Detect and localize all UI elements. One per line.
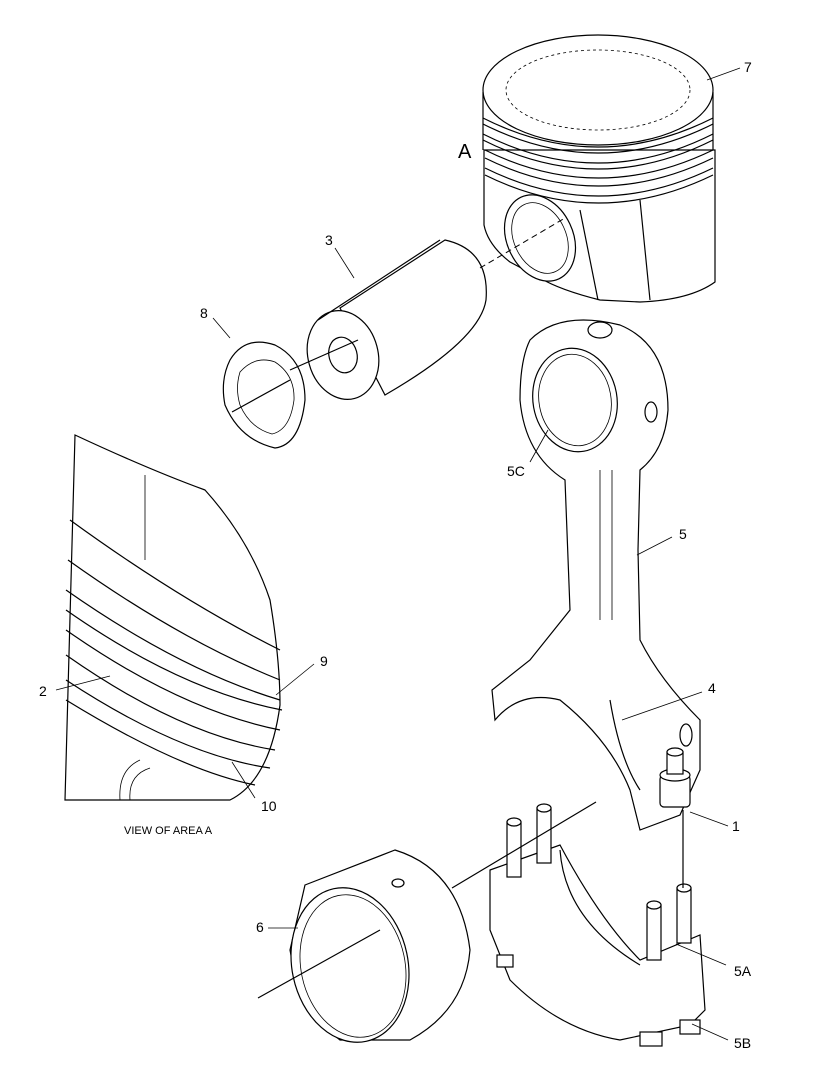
area-a-detail xyxy=(64,434,283,801)
label-lower-ring: 2 xyxy=(39,683,47,699)
ring-axis-line-2 xyxy=(231,379,291,413)
piston-pin xyxy=(306,239,487,401)
piston xyxy=(482,34,716,303)
label-connecting-rod: 5 xyxy=(679,526,687,542)
ring-axis-line xyxy=(289,339,359,371)
label-bore-bushing: 5C xyxy=(507,463,525,479)
leader-lines xyxy=(55,67,741,1041)
label-bearing-tab: 4 xyxy=(708,680,716,696)
caption-view-of-area-a: VIEW OF AREA A xyxy=(124,825,213,837)
bearing-shell xyxy=(289,849,471,1043)
label-cap-nut: 5B xyxy=(734,1035,751,1051)
label-nut: 1 xyxy=(732,818,740,834)
rod-cap xyxy=(489,803,706,1047)
label-piston: 7 xyxy=(744,59,752,75)
label-oil-ring: 10 xyxy=(261,798,277,814)
nut xyxy=(659,747,691,808)
label-area-marker: A xyxy=(458,141,472,163)
label-piston-pin: 3 xyxy=(325,232,333,248)
pin-axis-line xyxy=(479,217,566,269)
bearing-axis-line-2 xyxy=(257,929,381,999)
label-retainer-ring: 8 xyxy=(200,305,208,321)
label-bearing-shell: 6 xyxy=(256,919,264,935)
label-stud: 5A xyxy=(734,963,752,979)
label-upper-ring: 9 xyxy=(320,653,328,669)
bearing-axis-line xyxy=(451,801,597,889)
retainer-ring xyxy=(222,341,306,449)
